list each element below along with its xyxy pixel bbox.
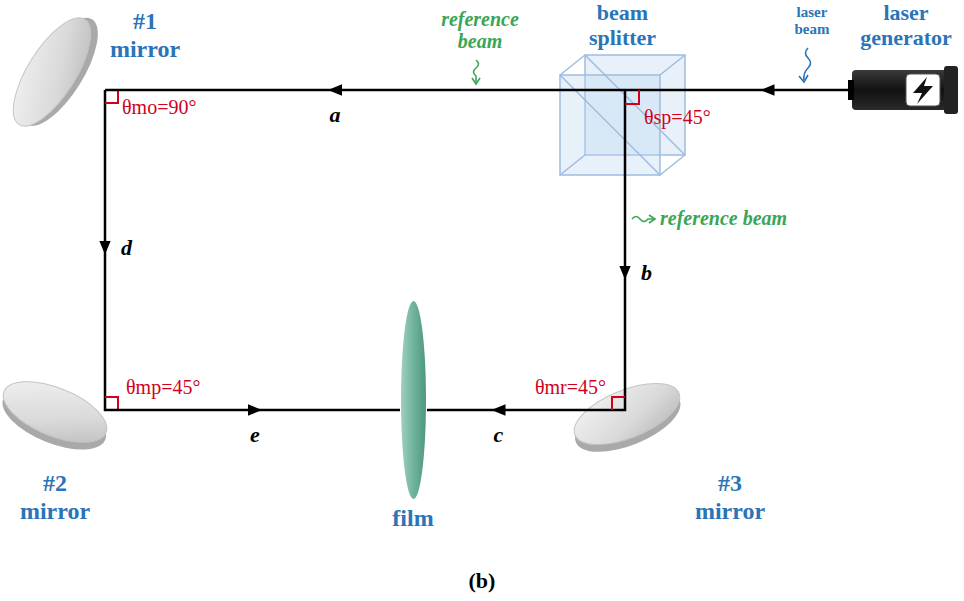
beam-label: laser beam <box>782 4 842 39</box>
lightning-icon <box>913 77 933 104</box>
part-label: laser generator <box>852 0 960 51</box>
beam-at-mirror-1 <box>105 90 110 130</box>
beam-path <box>104 130 107 365</box>
beam-path <box>110 89 560 92</box>
beam-path <box>624 175 627 370</box>
laser-icon-box <box>906 74 940 106</box>
part-label: #1 mirror <box>95 8 195 63</box>
laser-housing <box>852 70 948 110</box>
beam-path <box>427 409 570 412</box>
beam-label: reference beam <box>660 207 820 229</box>
mirror-face <box>0 7 105 138</box>
right-angle-mark <box>625 90 639 104</box>
right-angle-mark <box>612 397 625 410</box>
leader-line <box>474 60 479 82</box>
part-label: #3 mirror <box>680 470 780 525</box>
leaders <box>472 48 811 223</box>
beam-letter: c <box>494 424 504 446</box>
film-shape <box>400 300 427 500</box>
beam-in-cube <box>560 90 685 175</box>
film-plate: film <box>400 300 427 500</box>
mirror-2 <box>0 369 117 462</box>
beam-letter: b <box>641 262 652 284</box>
optical-part: #2 mirror <box>0 365 110 455</box>
part-label: film <box>373 505 453 533</box>
part-label: beam splitter <box>565 0 680 51</box>
leader-head <box>799 75 808 82</box>
beam-letter: e <box>250 424 260 446</box>
optical-part: laser generator <box>850 65 960 115</box>
mirror-1 <box>0 3 112 140</box>
angle-label: θmp=45° <box>126 376 266 398</box>
angle-label: θsp=45° <box>644 106 784 128</box>
beam-label: reference beam <box>432 8 528 52</box>
figure-caption: (b) <box>432 568 532 594</box>
beam-path <box>110 409 400 412</box>
beam-path <box>685 89 850 92</box>
leader-line <box>632 217 654 222</box>
beam-at-mirror-2 <box>105 365 110 410</box>
leader-head <box>472 78 480 84</box>
beam-inner <box>105 90 685 410</box>
angle-label: θmr=45° <box>466 376 606 398</box>
beam-letter: a <box>330 104 341 126</box>
film-ellipse <box>401 301 426 499</box>
right-angle-mark <box>105 90 118 103</box>
angle-label: θmo=90° <box>122 96 262 118</box>
laser-cap <box>944 66 958 114</box>
optical-part: #1 mirror <box>0 20 110 130</box>
beam-letter: d <box>121 237 132 259</box>
right-angle-mark <box>105 397 118 410</box>
part-label: #2 mirror <box>5 470 105 525</box>
leader-head <box>649 215 655 223</box>
angle-markers <box>105 90 639 410</box>
mirror-face <box>0 369 115 455</box>
laser-generator-body <box>848 66 958 114</box>
